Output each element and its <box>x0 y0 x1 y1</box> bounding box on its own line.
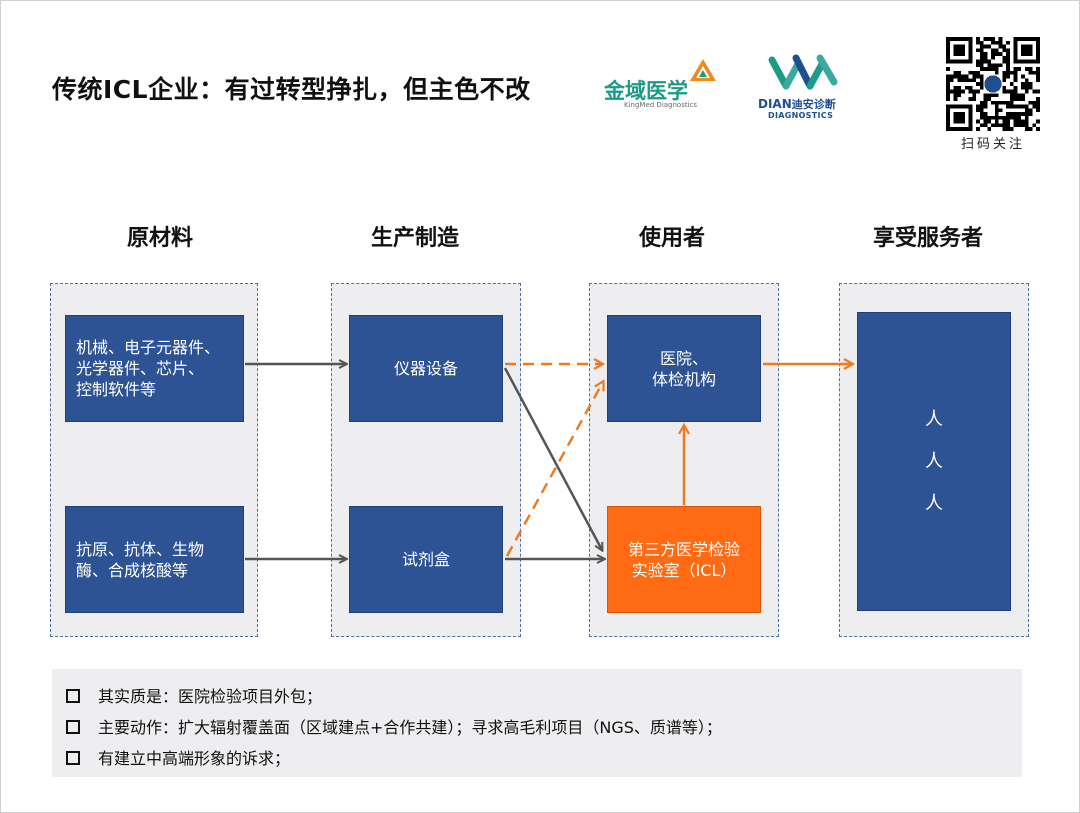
qr-label: 扫码关注 <box>960 137 1025 152</box>
note-item: 主要动作：扩大辐射覆盖面（区域建点+合作共建）；寻求高毛利项目（NGS、质谱等）… <box>66 714 722 738</box>
kingmed-mark-icon <box>690 59 716 81</box>
dian-subtitle: DIAGNOSTICS <box>768 111 834 120</box>
note-text: 主要动作：扩大辐射覆盖面（区域建点+合作共建）；寻求高毛利项目（NGS、质谱等）… <box>98 718 722 737</box>
square-bullet-icon <box>66 750 80 765</box>
box-hospitals: 医院、 体检机构 <box>607 315 761 422</box>
dian-name: DIAN迪安诊断 <box>758 96 836 112</box>
notes-panel: 其实质是：医院检验项目外包； 主要动作：扩大辐射覆盖面（区域建点+合作共建）；寻… <box>52 669 1022 777</box>
person-label: 人 <box>925 408 943 430</box>
kingmed-name: 金域医学 <box>604 79 688 103</box>
box-reagent-kits-label: 试剂盒 <box>401 550 450 569</box>
note-item: 有建立中高端形象的诉求； <box>66 745 290 769</box>
box-hospitals-label: 医院、 体检机构 <box>651 348 716 389</box>
square-bullet-icon <box>66 688 80 703</box>
note-text: 有建立中高端形象的诉求； <box>98 749 291 768</box>
box-people: 人 人 人 <box>857 312 1011 611</box>
note-text: 其实质是：医院检验项目外包； <box>98 687 323 706</box>
note-item: 其实质是：医院检验项目外包； <box>66 683 322 707</box>
kingmed-subtitle: KingMed Diagnostics <box>624 101 698 109</box>
kingmed-logo: 金域医学 KingMed Diagnostics <box>600 55 720 117</box>
box-electronic-components: 机械、电子元器件、 光学器件、芯片、 控制软件等 <box>65 315 244 422</box>
box-biological-materials-label: 抗原、抗体、生物 酶、合成核酸等 <box>76 539 205 580</box>
column-header-service-recipients: 享受服务者 <box>872 226 983 251</box>
dian-mark-icon <box>768 54 838 90</box>
dian-name-en: DIAN <box>758 97 792 111</box>
column-header-raw-materials: 原材料 <box>126 226 193 251</box>
box-instruments: 仪器设备 <box>349 315 503 422</box>
box-biological-materials: 抗原、抗体、生物 酶、合成核酸等 <box>65 506 244 613</box>
column-header-users: 使用者 <box>638 226 705 251</box>
box-icl: 第三方医学检验 实验室（ICL） <box>607 506 761 613</box>
qr-code-icon[interactable] <box>946 37 1040 131</box>
dian-name-cn: 迪安诊断 <box>791 98 836 111</box>
box-instruments-label: 仪器设备 <box>393 359 458 378</box>
person-label: 人 <box>925 492 943 514</box>
square-bullet-icon <box>66 719 80 734</box>
box-icl-label: 第三方医学检验 实验室（ICL） <box>627 539 740 580</box>
column-header-manufacturing: 生产制造 <box>370 226 459 251</box>
box-reagent-kits: 试剂盒 <box>349 506 503 613</box>
box-electronic-components-label: 机械、电子元器件、 光学器件、芯片、 控制软件等 <box>76 338 221 399</box>
dian-logo: DIAN迪安诊断 DIAGNOSTICS <box>752 52 856 124</box>
person-label: 人 <box>925 450 943 472</box>
slide-title: 传统ICL企业：有过转型挣扎，但主色不改 <box>52 75 531 104</box>
